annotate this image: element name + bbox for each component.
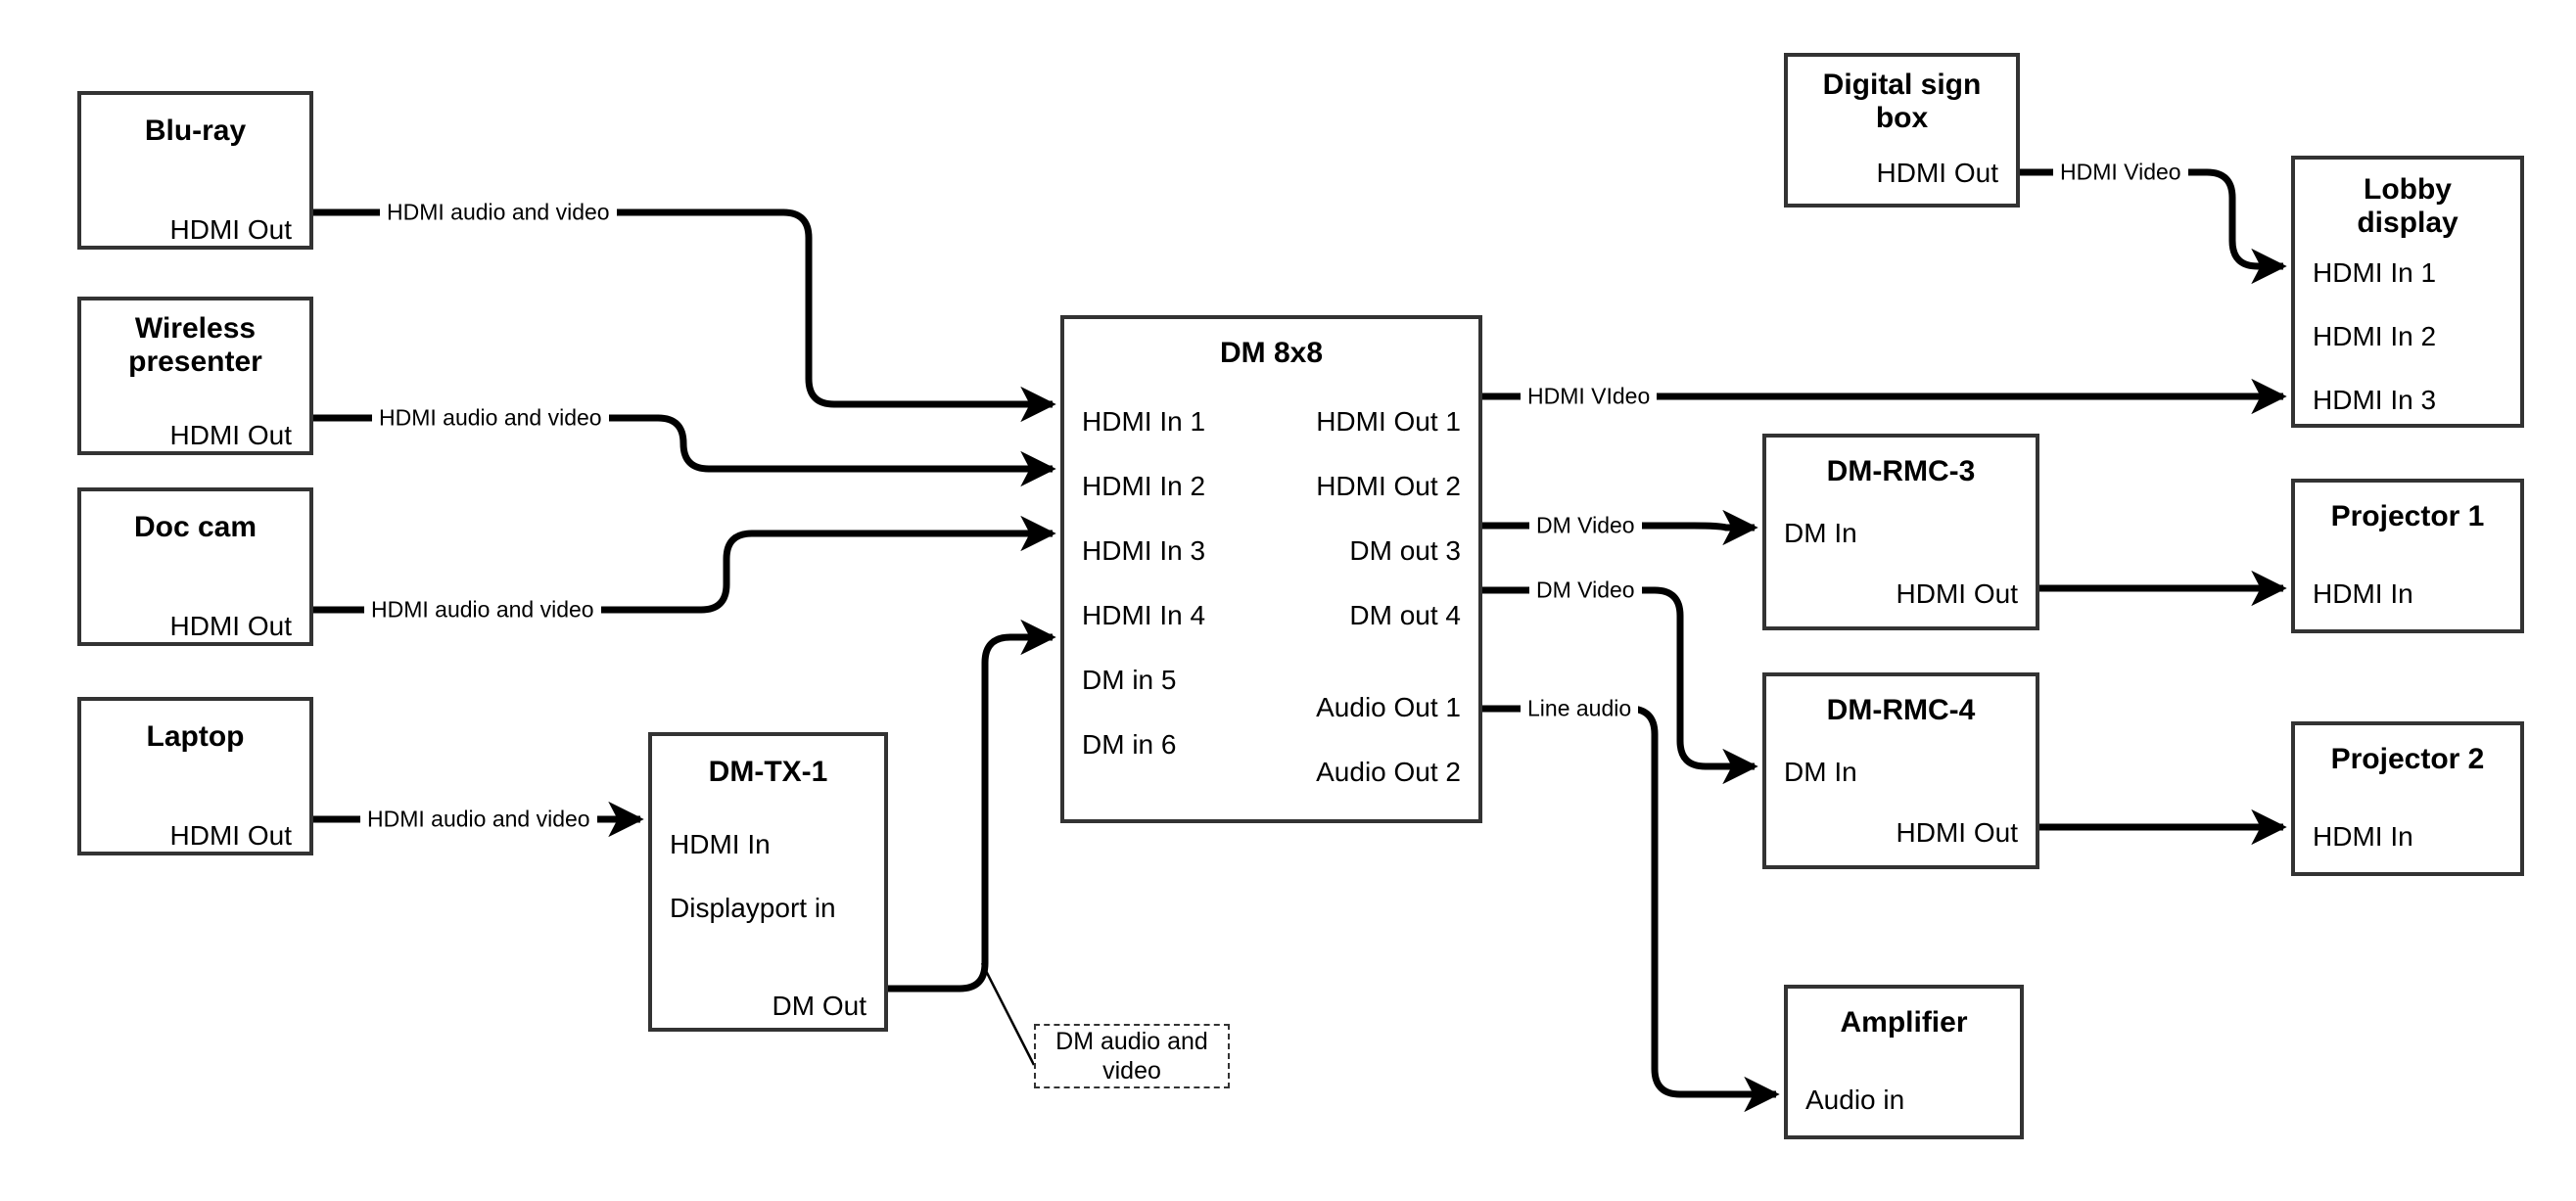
- port-dm-in[interactable]: DM In: [1784, 757, 1857, 787]
- port-hdmi-in-3[interactable]: HDMI In 3: [2313, 385, 2437, 415]
- port-hdmi-out[interactable]: HDMI Out: [1896, 817, 2018, 848]
- wire-label-dm-out-4: DM Video: [1529, 578, 1642, 602]
- note-dm-audio-and-video: DM audio and video: [1034, 1024, 1230, 1088]
- port-displayport-in[interactable]: Displayport in: [670, 893, 836, 923]
- port-hdmi-out[interactable]: HDMI Out: [169, 420, 292, 450]
- node-title-line2: box: [1875, 102, 1929, 134]
- port-hdmi-in-2[interactable]: HDMI In 2: [2313, 321, 2437, 351]
- node-dm-rmc-4[interactable]: DM-RMC-4 DM In HDMI Out: [1762, 672, 2039, 869]
- port-hdmi-in-1[interactable]: HDMI In 1: [2313, 257, 2437, 288]
- node-dm-tx-1[interactable]: DM-TX-1 HDMI In Displayport in DM Out: [648, 732, 888, 1032]
- port-hdmi-out[interactable]: HDMI Out: [1896, 578, 2018, 609]
- node-doc-cam[interactable]: Doc cam HDMI Out: [77, 487, 313, 646]
- node-title-line1: Digital sign: [1822, 69, 1982, 101]
- node-digital-sign-box[interactable]: Digital sign box HDMI Out: [1784, 53, 2020, 208]
- port-hdmi-in-3[interactable]: HDMI In 3: [1082, 535, 1206, 566]
- wire-dm8x8-audio1-to-amplifier: [1482, 705, 1780, 1113]
- node-title: Projector 1: [2330, 500, 2485, 532]
- node-wireless-presenter[interactable]: Wireless presenter HDMI Out: [77, 297, 313, 455]
- node-projector-2[interactable]: Projector 2 HDMI In: [2291, 721, 2524, 876]
- port-hdmi-in-2[interactable]: HDMI In 2: [1082, 471, 1206, 501]
- wire-signbox-to-lobby-in1: [2020, 168, 2287, 285]
- node-projector-1[interactable]: Projector 1 HDMI In: [2291, 479, 2524, 633]
- port-audio-in[interactable]: Audio in: [1805, 1085, 1905, 1115]
- node-title: Blu-ray: [144, 115, 247, 147]
- node-title: DM-RMC-3: [1826, 455, 1976, 487]
- wire-label-audio-out-1: Line audio: [1521, 697, 1639, 720]
- wire-label-laptop: HDMI audio and video: [360, 808, 597, 831]
- port-hdmi-out[interactable]: HDMI Out: [169, 214, 292, 245]
- node-blu-ray[interactable]: Blu-ray HDMI Out: [77, 91, 313, 250]
- wire-label-wireless-presenter: HDMI audio and video: [372, 406, 609, 430]
- node-title-line1: Wireless: [134, 312, 257, 345]
- port-dm-in[interactable]: DM In: [1784, 518, 1857, 548]
- node-title: Projector 2: [2330, 743, 2485, 775]
- note-leader-line: [980, 962, 1036, 1066]
- port-audio-out-1[interactable]: Audio Out 1: [1316, 692, 1461, 722]
- wire-label-bluray: HDMI audio and video: [380, 201, 617, 224]
- port-hdmi-in[interactable]: HDMI In: [2313, 821, 2413, 852]
- node-title-line2: presenter: [128, 346, 262, 378]
- wire-label-doc-cam: HDMI audio and video: [364, 598, 601, 622]
- node-title: DM 8x8: [1219, 337, 1324, 369]
- wire-label-hdmi-out-1: HDMI VIdeo: [1521, 385, 1658, 408]
- node-title: Amplifier: [1840, 1006, 1968, 1039]
- port-hdmi-in[interactable]: HDMI In: [670, 829, 771, 859]
- node-dm-8x8[interactable]: DM 8x8 HDMI In 1 HDMI In 2 HDMI In 3 HDM…: [1060, 315, 1482, 823]
- node-laptop[interactable]: Laptop HDMI Out: [77, 697, 313, 855]
- wire-label-dm-out-3: DM Video: [1529, 514, 1642, 537]
- port-hdmi-out[interactable]: HDMI Out: [169, 611, 292, 641]
- node-title: DM-TX-1: [708, 756, 828, 788]
- port-hdmi-in-1[interactable]: HDMI In 1: [1082, 406, 1206, 437]
- node-title: Doc cam: [133, 511, 258, 543]
- wire-dmtx1-to-dm8x8-in5: [888, 619, 1056, 993]
- port-hdmi-out-2[interactable]: HDMI Out 2: [1316, 471, 1461, 501]
- wire-bluray-to-dm8x8-in1: [313, 208, 1056, 423]
- node-title-line2: display: [2357, 207, 2459, 239]
- node-amplifier[interactable]: Amplifier Audio in: [1784, 985, 2024, 1139]
- node-dm-rmc-3[interactable]: DM-RMC-3 DM In HDMI Out: [1762, 434, 2039, 630]
- node-title: Laptop: [146, 720, 245, 753]
- port-hdmi-out-1[interactable]: HDMI Out 1: [1316, 406, 1461, 437]
- port-dm-out-3[interactable]: DM out 3: [1349, 535, 1461, 566]
- port-hdmi-in[interactable]: HDMI In: [2313, 578, 2413, 609]
- node-lobby-display[interactable]: Lobby display HDMI In 1 HDMI In 2 HDMI I…: [2291, 156, 2524, 428]
- wire-label-digital-sign-box: HDMI Video: [2053, 161, 2188, 184]
- node-title-line1: Lobby: [2364, 173, 2452, 206]
- wire-dm8x8-out4-to-rmc4: [1482, 586, 1758, 785]
- port-audio-out-2[interactable]: Audio Out 2: [1316, 757, 1461, 787]
- port-dm-out[interactable]: DM Out: [772, 991, 866, 1021]
- port-hdmi-out[interactable]: HDMI Out: [1876, 158, 1998, 188]
- port-dm-in-6[interactable]: DM in 6: [1082, 729, 1177, 760]
- port-dm-out-4[interactable]: DM out 4: [1349, 600, 1461, 630]
- node-title: DM-RMC-4: [1826, 694, 1976, 726]
- port-dm-in-5[interactable]: DM in 5: [1082, 665, 1177, 695]
- port-hdmi-in-4[interactable]: HDMI In 4: [1082, 600, 1206, 630]
- port-hdmi-out[interactable]: HDMI Out: [169, 820, 292, 851]
